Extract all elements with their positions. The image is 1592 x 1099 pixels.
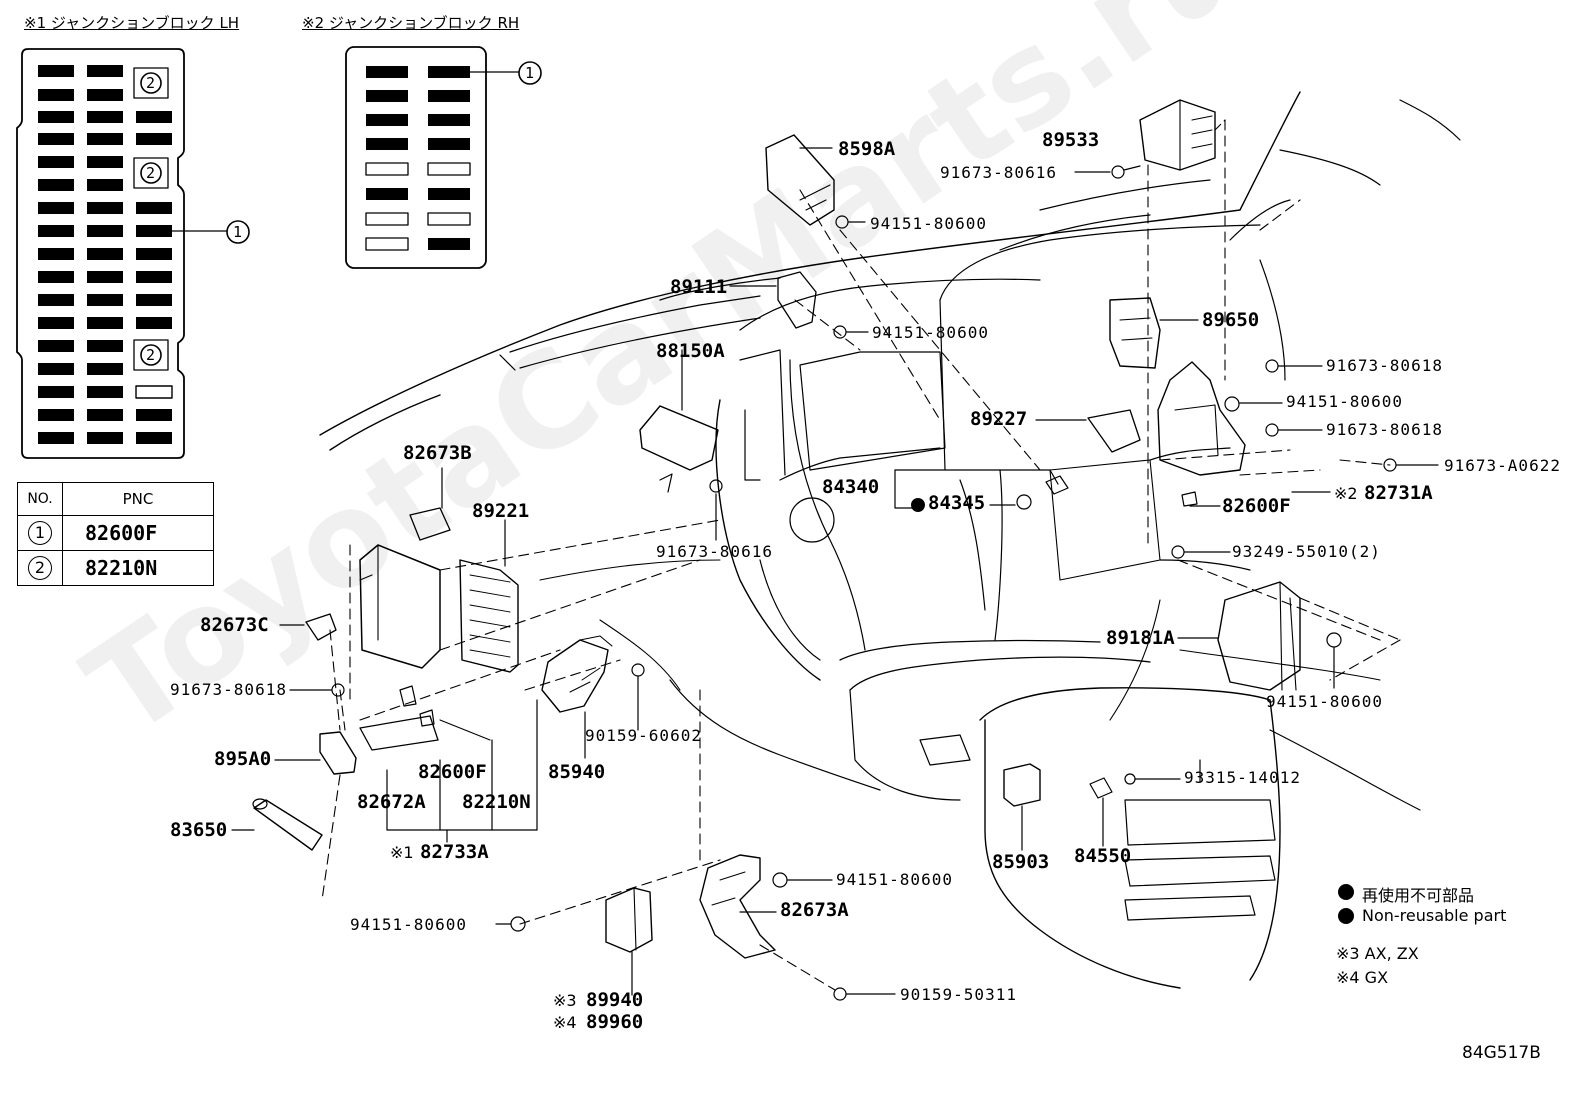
junction-block-lh-title: ※1 ジャンクションブロック LH (24, 14, 240, 32)
part-label-84345[interactable]: 84345 (928, 492, 986, 514)
part-label-91673-A0622[interactable]: 91673-A0622 (1444, 456, 1561, 475)
part-label-82673C[interactable]: 82673C (200, 614, 269, 636)
rh-fuse-cells (366, 66, 470, 250)
part-label-8598A[interactable]: 8598A (838, 138, 896, 160)
pnc-row-number: 2 (28, 556, 52, 580)
lh-callout-two-a: 2 (146, 74, 156, 92)
junction-block-rh-title: ※2 ジャンクションブロック RH (302, 14, 520, 32)
part-label-94151-80600-d[interactable]: 94151-80600 (1266, 692, 1383, 711)
part-label-82731A[interactable]: 82731A (1364, 482, 1433, 504)
lh-callout-two-c: 2 (146, 346, 156, 364)
pnc-table: NO. PNC 1 82600F 2 82210N (17, 482, 214, 586)
lh-callout-one: 1 (233, 223, 243, 241)
part-label-94151-80600-e[interactable]: 94151-80600 (836, 870, 953, 889)
part-89960-prefix: ※4 (553, 1013, 577, 1032)
part-label-895A0[interactable]: 895A0 (214, 748, 272, 770)
part-89533-shape (1139, 99, 1216, 171)
lh-fuse-cells (38, 65, 172, 444)
part-label-82733A[interactable]: 82733A (420, 841, 489, 863)
part-label-91673-80616-top[interactable]: 91673-80616 (940, 163, 1057, 182)
pnc-table-row: 2 82210N (17, 550, 214, 586)
part-82733A-prefix: ※1 (390, 843, 414, 862)
legend-non-reusable-en: Non-reusable part (1362, 906, 1507, 925)
part-label-83650[interactable]: 83650 (170, 819, 228, 841)
part-label-94151-80600-f[interactable]: 94151-80600 (350, 915, 467, 934)
part-label-82210N[interactable]: 82210N (462, 791, 531, 813)
note-ax-zx: ※3 AX, ZX (1336, 944, 1419, 963)
pnc-row-value: 82210N (62, 550, 214, 586)
part-label-89221[interactable]: 89221 (472, 500, 530, 522)
part-label-84340[interactable]: 84340 (822, 476, 880, 498)
part-label-90159-50311[interactable]: 90159-50311 (900, 985, 1017, 1004)
part-label-91673-80618-a[interactable]: 91673-80618 (1326, 356, 1443, 375)
part-89940-prefix: ※3 (553, 991, 577, 1010)
pnc-table-row: 1 82600F (17, 515, 214, 551)
rh-callout-one: 1 (525, 64, 535, 82)
lh-callout-two-b: 2 (146, 164, 156, 182)
part-label-90159-60602[interactable]: 90159-60602 (585, 726, 702, 745)
part-label-93249-55010[interactable]: 93249-55010(2) (1232, 542, 1381, 561)
part-label-91673-80616-mid[interactable]: 91673-80616 (656, 542, 773, 561)
diagram-code: 84G517B (1462, 1043, 1541, 1063)
pnc-table-header-no: NO. (17, 482, 63, 516)
junction-block-rh (345, 46, 487, 269)
part-label-82600F-mid[interactable]: 82600F (418, 761, 487, 783)
part-label-82673B[interactable]: 82673B (403, 442, 472, 464)
part-label-91673-80618-b[interactable]: 91673-80618 (1326, 420, 1443, 439)
part-label-88150A[interactable]: 88150A (656, 340, 725, 362)
part-label-94151-80600-b[interactable]: 94151-80600 (872, 323, 989, 342)
part-label-82673A[interactable]: 82673A (780, 899, 849, 921)
part-label-82600F-right[interactable]: 82600F (1222, 495, 1291, 517)
part-label-94151-80600-c[interactable]: 94151-80600 (1286, 392, 1403, 411)
part-label-84550[interactable]: 84550 (1074, 845, 1132, 867)
part-label-82672A[interactable]: 82672A (357, 791, 426, 813)
part-label-93315-14012[interactable]: 93315-14012 (1184, 768, 1301, 787)
pnc-row-value: 82600F (62, 515, 214, 551)
pnc-table-header-pnc: PNC (62, 482, 214, 516)
part-82731A-prefix: ※2 (1334, 484, 1358, 503)
part-label-89533[interactable]: 89533 (1042, 129, 1100, 151)
part-label-89111[interactable]: 89111 (670, 276, 728, 298)
part-8598A-shape (765, 134, 835, 226)
part-label-91673-80618-left[interactable]: 91673-80618 (170, 680, 287, 699)
legend-non-reusable-jp: 再使用不可部品 (1362, 886, 1475, 905)
note-gx: ※4 GX (1336, 968, 1389, 987)
pnc-row-number: 1 (28, 521, 52, 545)
part-label-94151-80600-a[interactable]: 94151-80600 (870, 214, 987, 233)
part-label-89650[interactable]: 89650 (1202, 309, 1260, 331)
part-label-89960[interactable]: 89960 (586, 1011, 644, 1033)
junction-block-lh (16, 48, 185, 459)
part-label-85940[interactable]: 85940 (548, 761, 606, 783)
part-label-89940[interactable]: 89940 (586, 989, 644, 1011)
part-label-89181A[interactable]: 89181A (1106, 627, 1175, 649)
part-label-85903[interactable]: 85903 (992, 851, 1050, 873)
part-label-89227[interactable]: 89227 (970, 408, 1028, 430)
